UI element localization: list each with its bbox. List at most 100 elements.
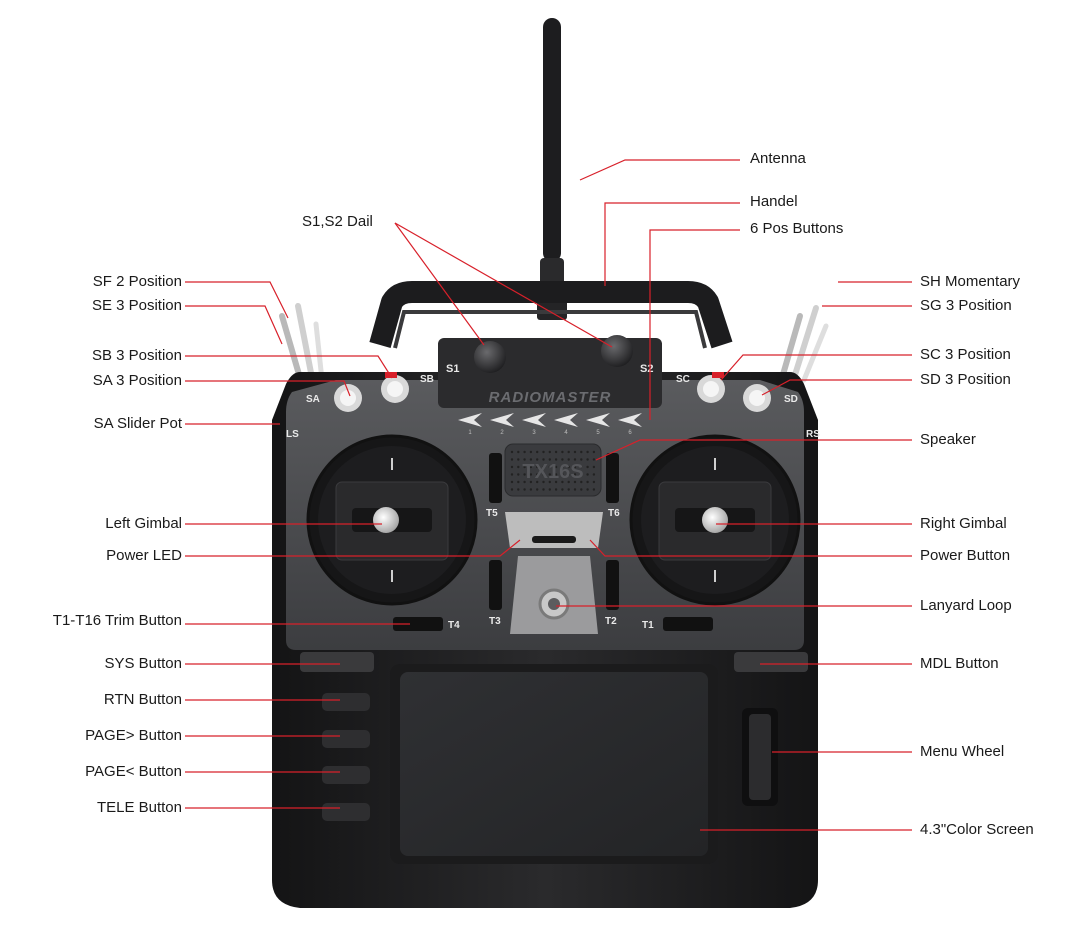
speaker-hole [580,480,583,484]
left-gimbal [306,434,478,606]
speaker-hole [542,465,545,469]
speaker-hole [561,480,564,484]
speaker-hole [510,450,514,454]
speaker-hole [586,480,589,484]
label-ls: LS [286,429,299,440]
speaker-hole [536,473,539,476]
speaker-hole [548,473,551,476]
speaker-hole [542,488,545,491]
label-sa: SA [306,394,320,405]
speaker-hole [548,480,551,484]
six-pos-number-4: 4 [564,430,568,436]
speaker-hole [561,488,564,491]
speaker-hole [542,450,545,454]
leader-lines [185,159,912,831]
rtn-button [322,693,370,711]
speaker-hole [554,473,558,476]
speaker-hole [523,473,526,476]
speaker-hole [573,480,577,484]
speaker-hole [510,458,514,461]
menu-wheel [742,708,778,806]
speaker-hole [592,488,596,491]
speaker-hole [517,465,520,469]
speaker-hole [567,450,570,454]
label-t2: T2 [605,616,617,627]
callout-sc-3-position: SC 3 Position [920,346,1011,363]
page-next-button [322,730,370,748]
brand-logo: RADIOMASTER [489,389,612,406]
speaker-hole [536,458,539,461]
trim-t3 [489,560,502,610]
speaker-hole [554,488,558,491]
speaker-hole [573,488,577,491]
speaker-hole [580,473,583,476]
six-pos-button-3 [522,413,546,427]
speaker-hole [517,450,520,454]
callout-sa-3-position: SA 3 Position [92,372,182,389]
speaker-hole [517,488,520,491]
power-cluster [505,512,603,634]
speaker-hole [517,473,520,476]
speaker-hole [573,458,577,461]
speaker-hole [536,450,539,454]
switch-sc [697,372,725,403]
speaker-hole [561,473,564,476]
switch-sa [334,384,362,412]
speaker-hole [567,465,570,469]
callout-sb-3-position: SB 3 Position [91,347,182,364]
callout-power-button: Power Button [920,547,1011,564]
callout-se-3-position: SE 3 Position [91,297,182,314]
speaker-hole [510,465,514,469]
callout-six-pos-buttons: 6 Pos Buttons [750,220,844,237]
speaker-hole [580,458,583,461]
speaker-hole [548,450,551,454]
speaker-hole [580,450,583,454]
callout-lanyard-loop: Lanyard Loop [920,597,1012,614]
speaker-hole [573,473,577,476]
six-pos-number-1: 1 [468,430,472,436]
speaker-hole [573,465,577,469]
speaker-hole [517,458,520,461]
sys-button [300,652,374,672]
speaker-hole [529,458,533,461]
trim-t4 [393,617,443,631]
callout-s1-s2-dail: S1,S2 Dail [302,213,373,230]
speaker-hole [554,465,558,469]
callout-mdl-button: MDL Button [920,655,999,672]
speaker-hole [567,473,570,476]
callout-left-gimbal: Left Gimbal [105,515,182,532]
speaker-hole [523,488,526,491]
label-rs: RS [806,429,820,440]
speaker-hole [561,458,564,461]
speaker-hole [529,488,533,491]
six-pos-number-3: 3 [532,430,536,436]
speaker-hole [592,480,596,484]
six-pos-button-1 [458,413,482,427]
trim-t6 [606,453,619,503]
speaker-hole [510,488,514,491]
label-sd: SD [784,394,798,405]
right-gimbal [629,434,801,606]
switch-sb [381,372,409,403]
tele-button [322,803,370,821]
mdl-button [734,652,808,672]
label-t1: T1 [642,620,654,631]
callout-page-next-button: PAGE> Button [85,727,182,744]
label-s1: S1 [446,363,459,375]
label-s2: S2 [640,363,653,375]
trim-t1 [663,617,713,631]
speaker-hole [548,465,551,469]
speaker-hole [580,465,583,469]
speaker-hole [529,450,533,454]
speaker-hole [536,465,539,469]
right-toggle-switches [779,305,829,383]
s2-dial [601,335,633,367]
speaker-hole [561,450,564,454]
speaker-hole [536,488,539,491]
label-t4: T4 [448,620,460,631]
callout-tele-button: TELE Button [96,799,182,816]
callout-right-gimbal: Right Gimbal [920,515,1007,532]
callout-color-screen: 4.3"Color Screen [920,821,1034,838]
